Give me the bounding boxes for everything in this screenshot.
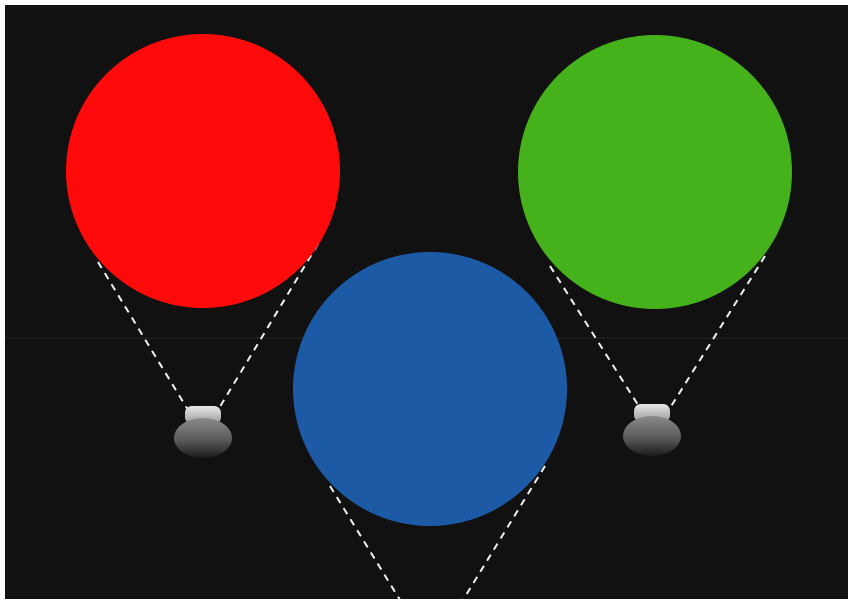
lamp-body [174, 418, 232, 458]
lamp-body [623, 416, 681, 456]
red-light-circle [66, 34, 340, 308]
blue-light-circle [293, 252, 567, 526]
green-light-circle [518, 35, 792, 309]
